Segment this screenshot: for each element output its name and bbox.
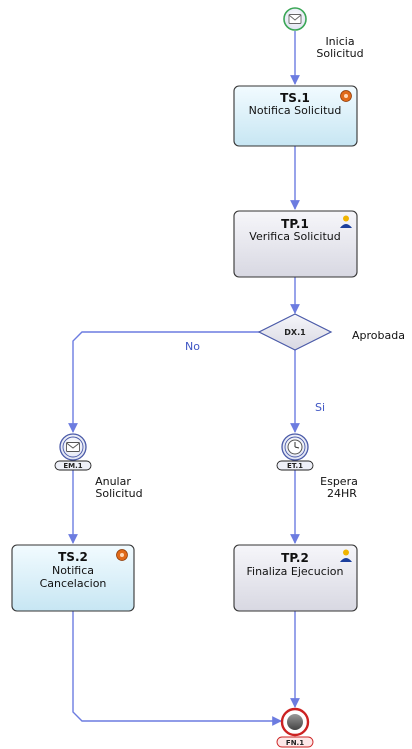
sequence-flows — [68, 31, 300, 726]
task-ts1-name: Notifica Solicitud — [249, 104, 342, 117]
end-event-fn1-tag — [276, 736, 314, 748]
task-ts2-id: TS.2 — [58, 550, 88, 564]
gateway-label: Aprobada — [352, 329, 405, 342]
task-tp2[interactable]: TP.2 Finaliza Ejecucion — [233, 544, 358, 612]
task-ts2-name-line2: Cancelacion — [40, 577, 107, 590]
flow-ts2-to-fn1[interactable] — [72, 611, 282, 726]
user-task-icon — [340, 215, 352, 228]
start-event-label-line1: Inicia — [325, 35, 354, 48]
event-em1[interactable]: EM.1 — [54, 433, 92, 471]
service-gear-icon — [340, 90, 352, 102]
event-em1-label-line2: Solicitud — [95, 487, 142, 500]
task-ts2[interactable]: TS.2 Notifica Cancelacion — [11, 544, 135, 612]
envelope-icon — [288, 14, 302, 24]
clock-icon — [287, 439, 303, 455]
event-et1-label-line2: 24HR — [327, 487, 357, 500]
event-em1-label-line1: Anular — [95, 475, 131, 488]
envelope-icon — [66, 442, 80, 452]
end-event-fn1-id: FN.1 — [286, 739, 304, 747]
event-et1[interactable]: ET.1 — [276, 433, 314, 471]
event-et1-tag — [276, 460, 314, 471]
task-tp1-id: TP.1 — [281, 217, 309, 231]
gateway-dx1-id: DX.1 — [284, 328, 306, 337]
task-tp1-name: Verifica Solicitud — [249, 230, 340, 243]
edge-label-si: Si — [315, 401, 325, 414]
task-ts1-id: TS.1 — [280, 91, 310, 105]
event-em1-id: EM.1 — [63, 462, 82, 470]
task-tp2-id: TP.2 — [281, 551, 309, 565]
end-event-fn1[interactable]: FN.1 — [276, 707, 314, 748]
start-event-label-line2: Solicitud — [316, 47, 363, 60]
start-event[interactable] — [283, 7, 307, 31]
task-tp2-name: Finaliza Ejecucion — [246, 565, 343, 578]
service-gear-icon — [116, 549, 128, 561]
task-ts2-name-line1: Notifica — [52, 564, 94, 577]
task-ts1[interactable]: TS.1 Notifica Solicitud — [233, 85, 358, 147]
edge-label-no: No — [185, 340, 200, 353]
event-et1-id: ET.1 — [287, 462, 303, 470]
flow-dx1-to-em1-no[interactable] — [68, 331, 263, 433]
user-task-icon — [340, 549, 352, 562]
task-tp1[interactable]: TP.1 Verifica Solicitud — [233, 210, 358, 278]
gateway-dx1[interactable]: DX.1 — [257, 313, 333, 351]
event-em1-tag — [54, 460, 92, 471]
event-et1-label-line1: Espera — [320, 475, 358, 488]
